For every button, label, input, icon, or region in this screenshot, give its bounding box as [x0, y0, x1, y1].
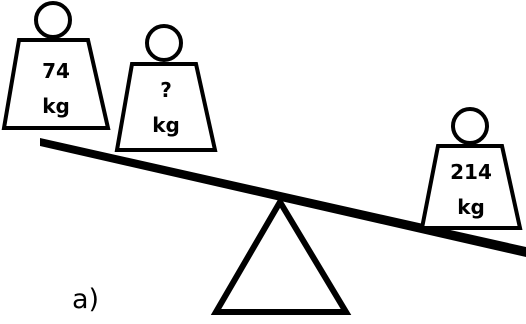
problem-label: a)	[72, 284, 99, 315]
weight-74kg: 74 kg	[1, 1, 111, 130]
weight-body	[1, 38, 111, 130]
weight-handle	[145, 24, 183, 62]
weight-value: 74	[42, 59, 70, 83]
weight-214kg: 214 kg	[419, 107, 523, 230]
weight-unit: kg	[42, 94, 70, 118]
weight-handle	[451, 107, 489, 145]
weight-value: 214	[450, 160, 492, 184]
weight-handle	[34, 1, 72, 39]
weight-unit: kg	[457, 195, 485, 219]
fulcrum-triangle	[210, 196, 352, 315]
weight-unit: kg	[152, 113, 180, 137]
weight-unknown-kg: ? kg	[114, 24, 218, 152]
seesaw-plank	[40, 138, 526, 257]
weight-value: ?	[160, 78, 172, 102]
weight-body	[114, 62, 218, 152]
weight-body	[419, 144, 523, 230]
